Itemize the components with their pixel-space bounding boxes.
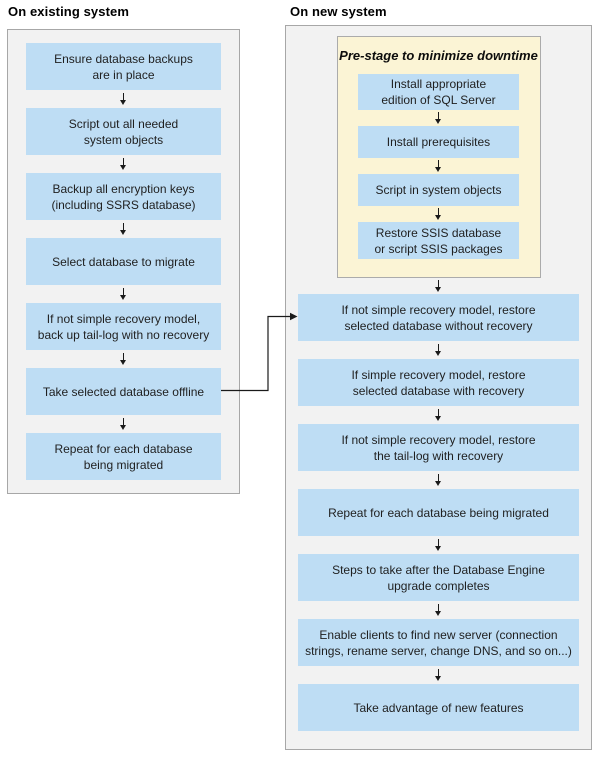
arrow-down-icon [434,601,443,619]
arrow-down-icon [434,406,443,424]
flow-step-backup-tail-log: If not simple recovery model, back up ta… [26,303,221,350]
prestage-title: Pre-stage to minimize downtime [339,48,538,63]
right-panel-title: On new system [290,4,387,19]
offline-to-restore-connector-arrow [221,312,298,392]
arrow-down-icon [434,666,443,684]
flow-step-install-sql-server: Install appropriate edition of SQL Serve… [358,74,519,110]
flow-step-repeat-each-database: Repeat for each database being migrated [26,433,221,480]
flow-step-enable-clients: Enable clients to find new server (conne… [298,619,579,666]
flow-step-backup-encryption-keys: Backup all encryption keys (including SS… [26,173,221,220]
arrow-down-icon [434,206,443,222]
arrow-down-icon [119,220,128,238]
arrow-down-icon [119,350,128,368]
flow-step-install-prerequisites: Install prerequisites [358,126,519,158]
arrow-down-icon [434,341,443,359]
new-system-panel: Pre-stage to minimize downtime Install a… [285,25,592,750]
arrow-down-icon [119,285,128,303]
flow-step-take-database-offline: Take selected database offline [26,368,221,415]
arrow-down-icon [434,536,443,554]
flow-step-repeat-each-database-new: Repeat for each database being migrated [298,489,579,536]
flow-step-ensure-backups: Ensure database backups are in place [26,43,221,90]
arrow-down-icon [434,278,443,294]
prestage-group: Pre-stage to minimize downtime Install a… [336,36,541,278]
flow-step-restore-tail-log: If not simple recovery model, restore th… [298,424,579,471]
arrow-down-icon [434,110,443,126]
flow-step-restore-ssis: Restore SSIS database or script SSIS pac… [358,222,519,259]
arrow-down-icon [119,90,128,108]
flow-step-restore-without-recovery: If not simple recovery model, restore se… [298,294,579,341]
flow-step-script-in-objects: Script in system objects [358,174,519,206]
flow-step-select-database: Select database to migrate [26,238,221,285]
existing-system-panel: Ensure database backups are in place Scr… [7,29,240,494]
flow-step-restore-with-recovery: If simple recovery model, restore select… [298,359,579,406]
arrow-down-icon [434,471,443,489]
flow-step-post-upgrade-steps: Steps to take after the Database Engine … [298,554,579,601]
flow-step-new-features: Take advantage of new features [298,684,579,731]
arrow-down-icon [434,158,443,174]
left-panel-title: On existing system [8,4,130,19]
flow-step-script-out-objects: Script out all needed system objects [26,108,221,155]
arrow-down-icon [119,415,128,433]
arrow-down-icon [119,155,128,173]
